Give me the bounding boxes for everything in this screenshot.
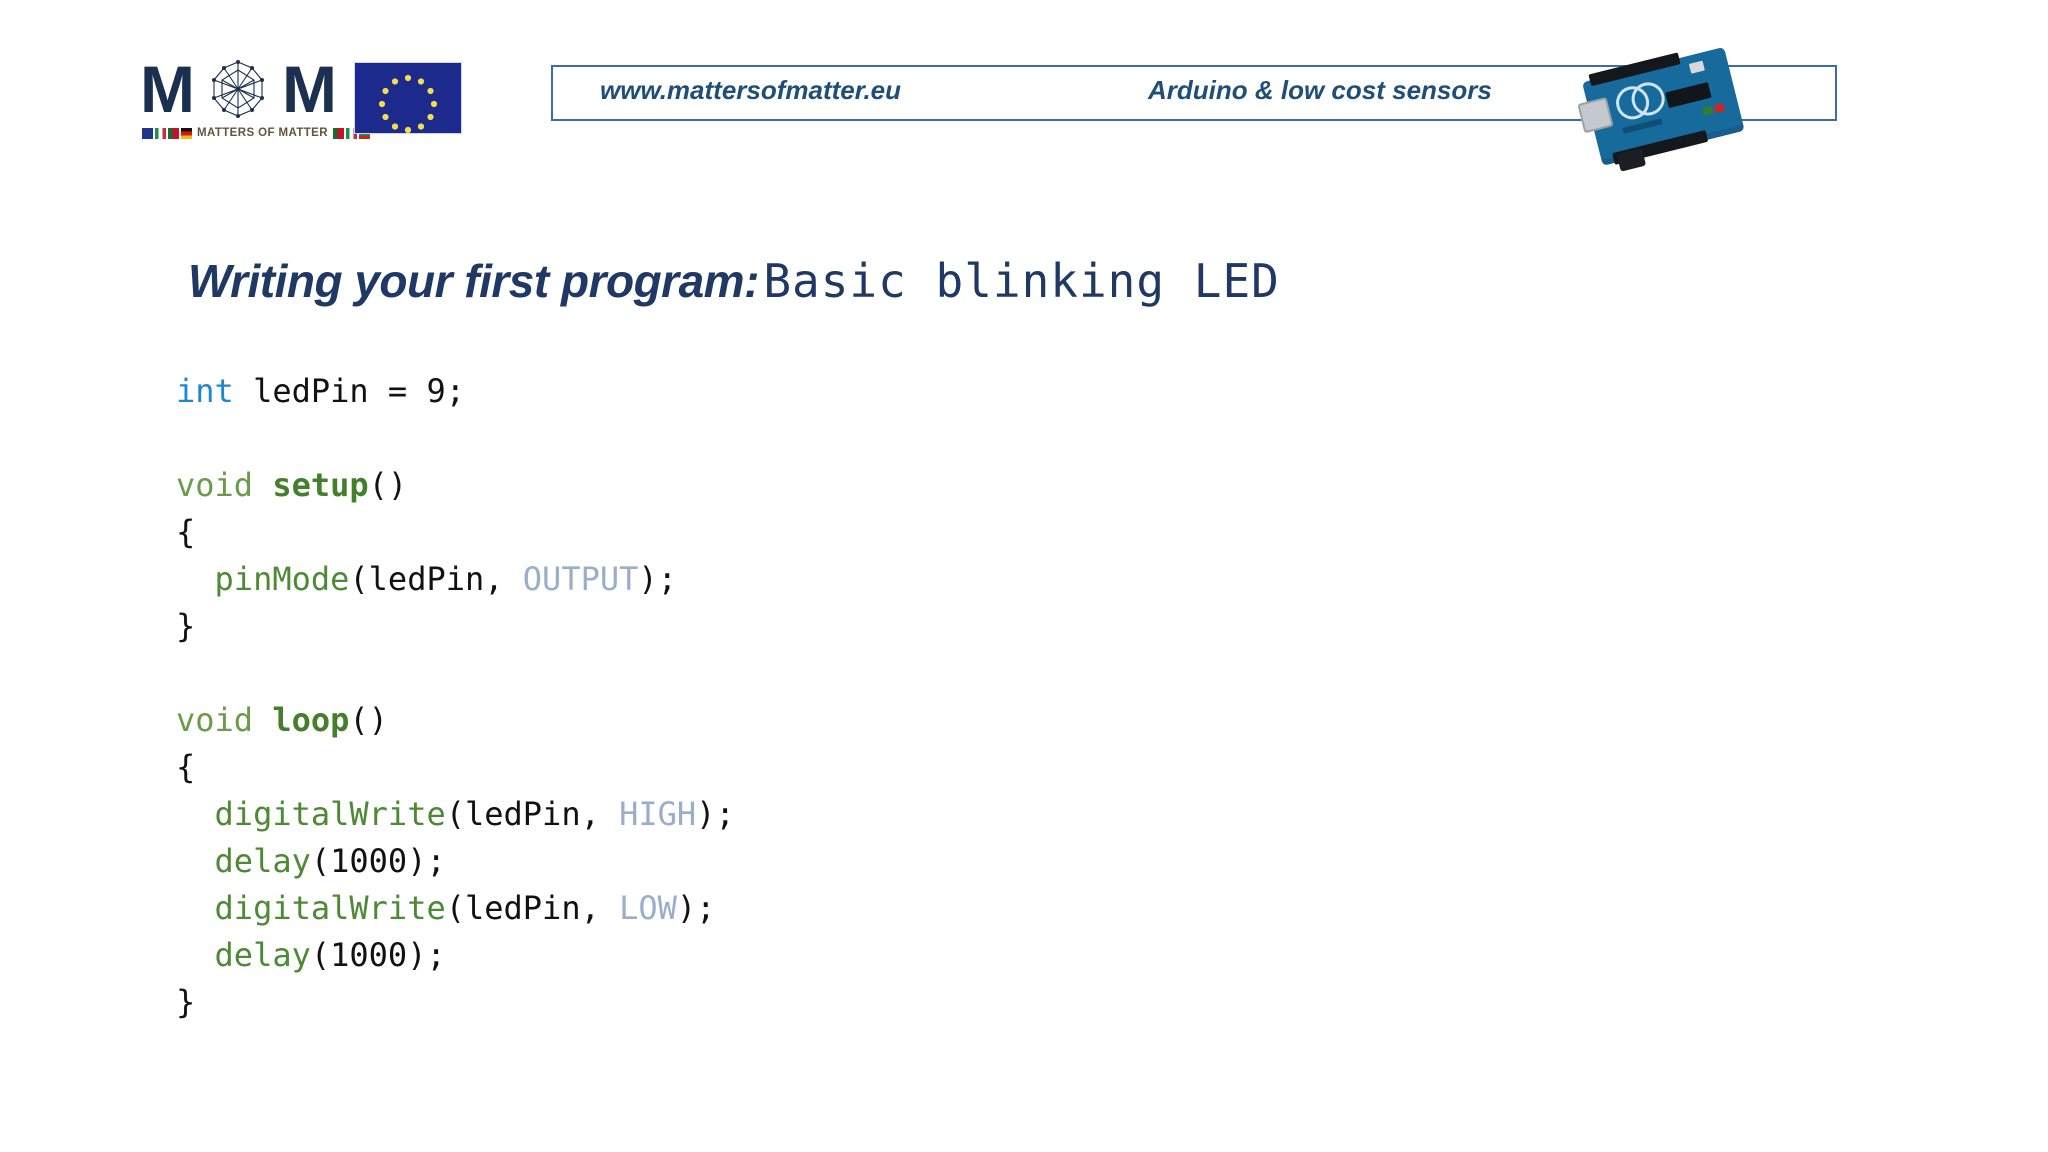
code-line: int ledPin = 9;: [176, 368, 735, 415]
code-token: [176, 560, 215, 598]
mom-letter-right: M: [282, 52, 337, 126]
mom-wordmark: M: [140, 52, 337, 126]
arduino-uno-board-photo: [1570, 22, 1750, 172]
code-line: {: [176, 509, 735, 556]
code-token: [176, 889, 215, 927]
portugal-flag-chip-icon-2: [332, 127, 344, 139]
code-line: pinMode(ledPin, OUTPUT);: [176, 556, 735, 603]
code-token: [176, 842, 215, 880]
page-title: Writing your first program: Basic blinki…: [188, 258, 1280, 304]
code-token: (): [349, 701, 388, 739]
code-token: );: [676, 889, 716, 927]
code-token: int: [176, 372, 234, 410]
code-token: LOW: [619, 889, 677, 927]
code-token: loop: [272, 701, 350, 739]
mom-logo: M: [140, 52, 370, 150]
code-token: {: [176, 748, 196, 786]
code-token: OUTPUT: [522, 560, 639, 598]
code-token: );: [638, 560, 677, 598]
eu-flag-icon: [354, 62, 462, 134]
code-listing: int ledPin = 9; void setup(){ pinMode(le…: [176, 368, 735, 1026]
code-token: [176, 936, 215, 974]
code-token: delay: [214, 936, 311, 974]
portugal-flag-chip-icon: [168, 127, 179, 139]
code-token: (1000);: [310, 842, 446, 880]
code-token: (ledPin,: [445, 795, 620, 833]
code-token: (1000);: [310, 936, 446, 974]
code-token: delay: [214, 842, 311, 880]
code-token: {: [176, 513, 196, 551]
network-polygon-icon: [207, 58, 269, 120]
code-token: }: [176, 607, 196, 645]
code-line: }: [176, 603, 735, 650]
code-token: void: [176, 701, 273, 739]
code-token: (ledPin,: [445, 889, 620, 927]
code-token: void: [176, 466, 273, 504]
code-line: {: [176, 744, 735, 791]
code-token: );: [696, 795, 735, 833]
header-topic-text: Arduino & low cost sensors: [1148, 75, 1492, 105]
code-line: }: [176, 979, 735, 1026]
code-token: }: [176, 983, 196, 1021]
code-token: HIGH: [619, 795, 697, 833]
header-url-text[interactable]: www.mattersofmatter.eu: [600, 75, 902, 105]
code-line: [176, 650, 735, 697]
code-token: ledPin = 9;: [233, 372, 465, 410]
code-token: digitalWrite: [214, 795, 446, 833]
germany-flag-chip-icon: [181, 127, 192, 139]
code-token: (ledPin,: [349, 560, 523, 598]
mom-letter-left: M: [140, 52, 195, 126]
code-line: void setup(): [176, 462, 735, 509]
italy-flag-chip-icon: [155, 127, 166, 139]
code-line: [176, 415, 735, 462]
italy-flag-chip-icon-2: [345, 127, 357, 139]
code-line: delay(1000);: [176, 932, 735, 979]
title-lead-text: Writing your first program:: [188, 255, 759, 307]
code-line: void loop(): [176, 697, 735, 744]
code-token: (): [368, 466, 408, 504]
code-token: pinMode: [214, 560, 350, 598]
eu-flag-chip-icon: [142, 127, 153, 139]
mom-tagline: MATTERS OF MATTER: [197, 127, 328, 139]
code-token: setup: [272, 466, 369, 504]
code-token: digitalWrite: [214, 889, 446, 927]
mom-tagline-row: MATTERS OF MATTER: [142, 125, 370, 141]
slide-header: M: [0, 0, 2048, 190]
code-line: digitalWrite(ledPin, HIGH);: [176, 791, 735, 838]
code-token: [176, 795, 215, 833]
title-code-text: Basic blinking LED: [763, 254, 1280, 308]
code-line: delay(1000);: [176, 838, 735, 885]
code-line: digitalWrite(ledPin, LOW);: [176, 885, 735, 932]
